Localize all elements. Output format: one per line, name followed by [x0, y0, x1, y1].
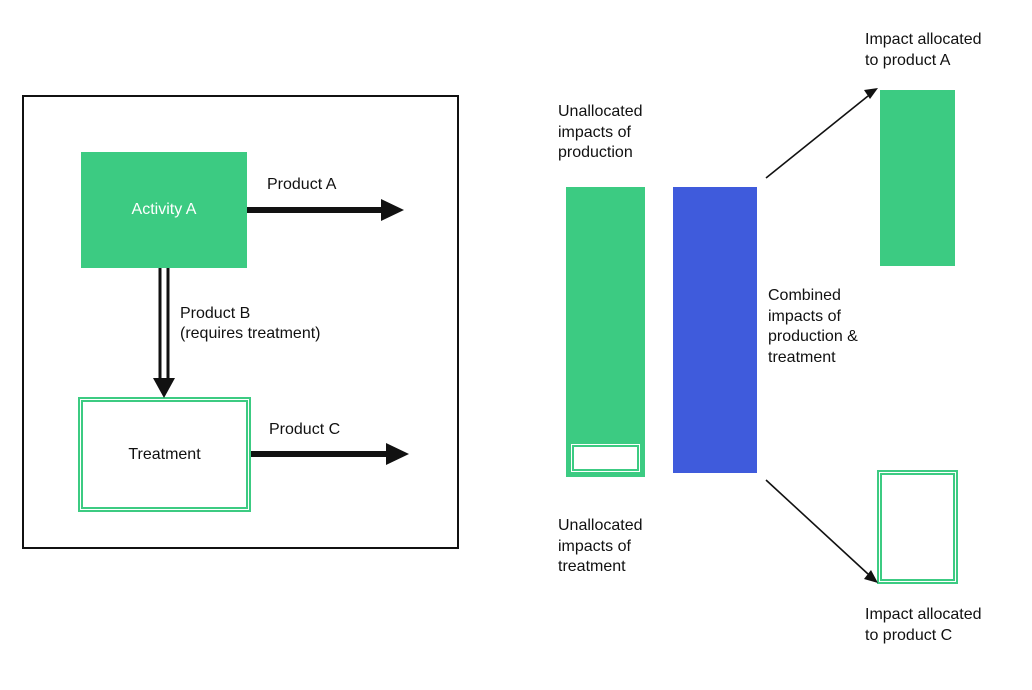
activity-a-label: Activity A	[131, 201, 197, 218]
product-b-arrow	[153, 268, 175, 398]
unallocated-treatment-label: Unallocated impacts of treatment	[558, 517, 643, 575]
combined-impact-bar	[673, 187, 757, 473]
combined-impacts-label: Combined impacts of production & treatme…	[768, 287, 858, 366]
treatment-label: Treatment	[128, 445, 201, 463]
impact-product-c-label: Impact allocated to product C	[865, 606, 982, 644]
product-c-label: Product C	[269, 421, 341, 438]
allocation-arrow-c	[765, 479, 878, 583]
impact-product-a-label: Impact allocated to product A	[865, 31, 982, 69]
production-impact-bar	[566, 187, 645, 477]
impact-product-a-box	[880, 90, 955, 266]
treatment-box: Treatment	[78, 397, 251, 512]
product-b-note: (requires treatment)	[180, 325, 321, 342]
allocation-arrow-a	[765, 88, 878, 179]
activity-a-box: Activity A	[81, 152, 247, 268]
treatment-impact-segment	[569, 442, 642, 474]
product-a-arrow	[247, 199, 404, 221]
product-a-label: Product A	[267, 176, 337, 193]
process-frame	[22, 95, 459, 549]
impact-product-c-box	[877, 470, 958, 584]
product-b-label: Product B	[180, 305, 251, 322]
product-c-arrow	[251, 443, 409, 465]
unallocated-production-label: Unallocated impacts of production	[558, 103, 643, 161]
